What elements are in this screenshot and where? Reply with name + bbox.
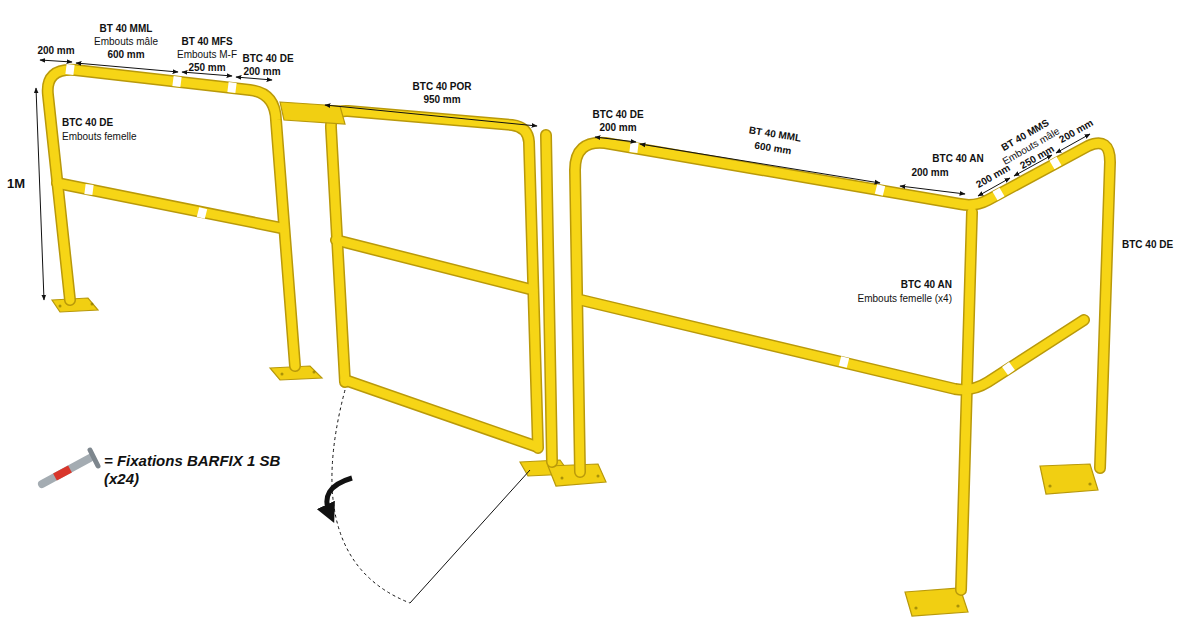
tube-body bbox=[48, 70, 1110, 590]
part-label: BT 40 MML bbox=[100, 23, 153, 34]
part-label: 200 mm bbox=[37, 45, 74, 56]
fixation-note: = Fixations BARFIX 1 SB (x24) bbox=[104, 452, 294, 488]
swing-arrow bbox=[327, 478, 352, 514]
part-label: 200 mm bbox=[599, 122, 636, 133]
part-label: Embouts femelle (x4) bbox=[858, 293, 952, 304]
anchor-bolt bbox=[42, 450, 98, 484]
part-label: 200 mm bbox=[243, 66, 280, 77]
part-label: BTC 40 POR bbox=[413, 81, 472, 92]
swing-arc bbox=[332, 390, 410, 603]
hinge-plate bbox=[280, 102, 345, 124]
part-label: BTC 40 DE bbox=[242, 53, 293, 64]
dimension-arrows bbox=[36, 60, 1090, 300]
part-label: BTC 40 DE bbox=[1122, 239, 1173, 250]
part-label: Embouts mâle bbox=[94, 36, 158, 47]
part-label: Embouts femelle bbox=[62, 131, 136, 142]
tube-bands bbox=[66, 69, 1059, 371]
part-label: 1M bbox=[7, 176, 25, 192]
part-label: BTC 40 DE bbox=[592, 109, 643, 120]
part-label: BTC 40 DE bbox=[62, 117, 113, 128]
part-label: BTC 40 AN bbox=[932, 153, 983, 164]
part-label: 950 mm bbox=[423, 94, 460, 105]
part-label: BT 40 MFS bbox=[181, 36, 232, 47]
part-label: Embouts M-F bbox=[177, 49, 237, 60]
part-label: 200 mm bbox=[1057, 117, 1095, 145]
part-label: 600 mm bbox=[754, 140, 793, 157]
part-label: 600 mm bbox=[107, 49, 144, 60]
tube-shadow bbox=[48, 70, 1110, 590]
swing-line bbox=[410, 470, 530, 603]
part-label: 250 mm bbox=[188, 62, 225, 73]
part-label: 200 mm bbox=[911, 167, 948, 178]
part-label: BTC 40 AN bbox=[901, 279, 952, 290]
